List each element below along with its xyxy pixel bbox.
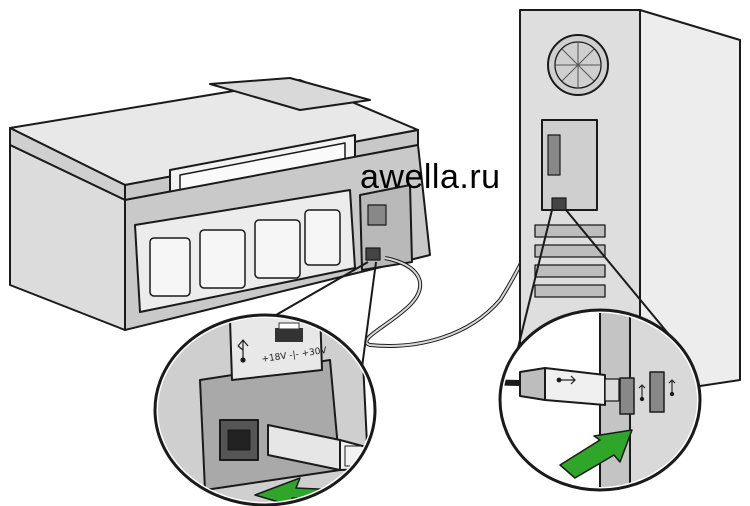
usb-icon bbox=[237, 339, 249, 363]
printer bbox=[9, 77, 431, 331]
printer-icon bbox=[275, 322, 303, 342]
usb-icon bbox=[556, 375, 576, 385]
computer-tower bbox=[519, 9, 741, 396]
watermark-text: awella.ru bbox=[360, 158, 501, 196]
usb-icon bbox=[668, 379, 676, 397]
usb-icon bbox=[638, 384, 646, 402]
printer-port-zoom-callout: +18V -|- +30V bbox=[153, 261, 377, 506]
